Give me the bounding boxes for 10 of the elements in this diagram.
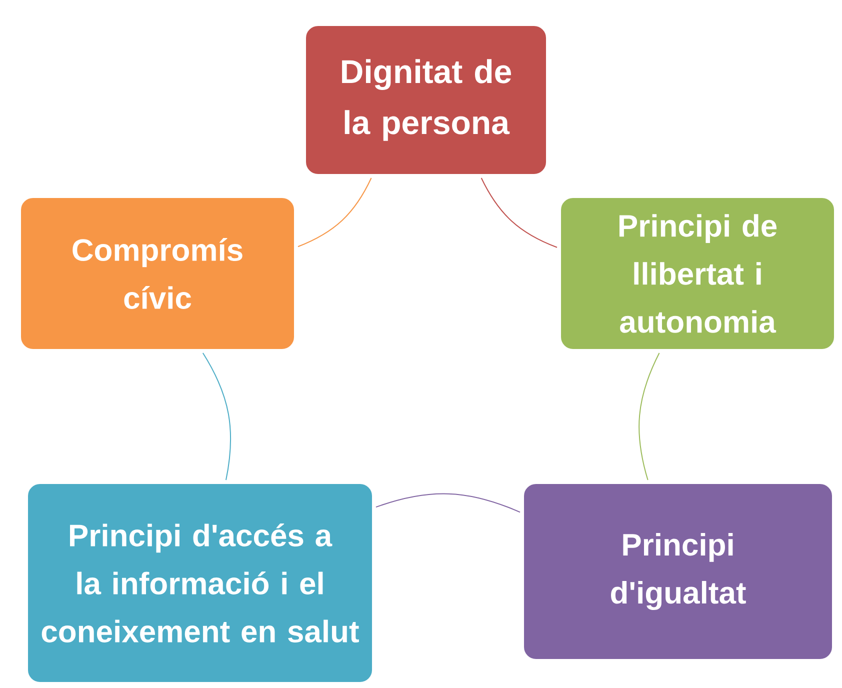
principle-box: Principi de llibertat i autonomia — [557, 194, 838, 353]
principle-box: Dignitat de la persona — [302, 22, 550, 178]
principle-box: Compromís cívic — [17, 194, 298, 353]
connector-arc — [480, 178, 558, 248]
connector-arc — [298, 178, 372, 248]
principle-box: Principi d'igualtat — [520, 480, 836, 663]
connector-arc — [202, 352, 232, 480]
connector-arc — [638, 352, 660, 480]
connector-arc — [376, 493, 520, 513]
principle-box: Principi d'accés a la informació i el coneixement en salut — [24, 480, 376, 686]
